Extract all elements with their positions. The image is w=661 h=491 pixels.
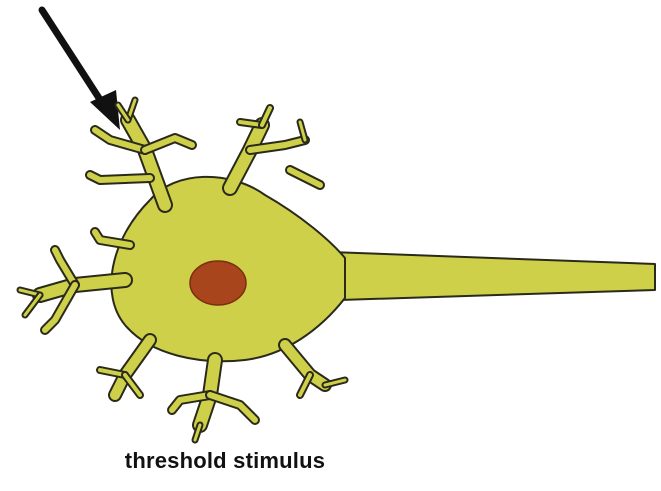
caption-threshold-stimulus: threshold stimulus	[0, 448, 450, 474]
stimulus-arrow-icon	[42, 10, 120, 130]
neuron-cell	[20, 100, 655, 440]
nucleus	[190, 261, 246, 305]
axon	[330, 252, 655, 300]
